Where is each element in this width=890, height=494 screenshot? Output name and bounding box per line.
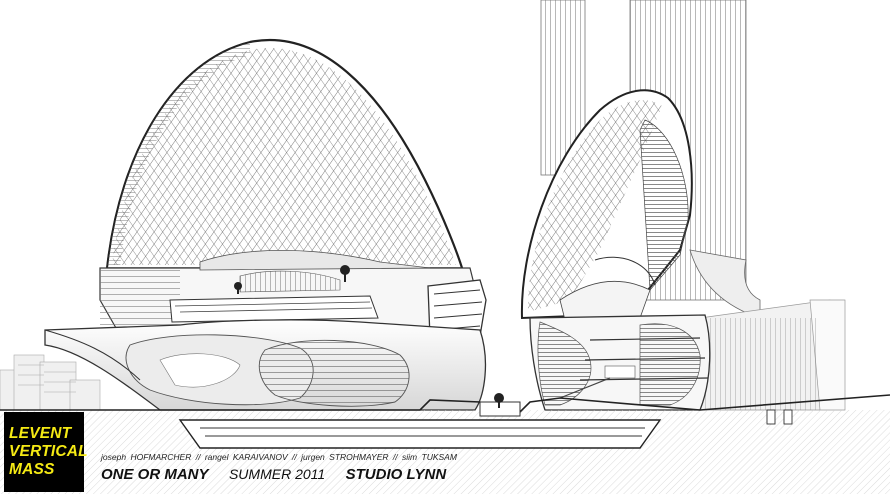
footer-line: ONE OR MANY SUMMER 2011 STUDIO LYNN (101, 466, 446, 484)
left-dome-ribbed-edge (107, 42, 250, 268)
credit-last-name: TUKSAM (421, 452, 457, 462)
title-line-1: LEVENT (9, 425, 72, 442)
credit-separator: // (195, 452, 201, 462)
credit-separator: // (292, 452, 297, 462)
credit-last-name: STROHMAYER (329, 452, 389, 462)
credit-separator: // (392, 452, 398, 462)
studio-label: STUDIO LYNN (345, 466, 447, 483)
credit-first-name: siim (402, 452, 418, 462)
left-sculpted-base (44, 319, 487, 411)
title-line-3: MASS (9, 461, 55, 478)
background-building-right (699, 299, 846, 411)
credit-first-name: jurgen (301, 452, 325, 462)
left-dome-volume (106, 39, 464, 269)
credit-first-name: rangel (204, 452, 229, 462)
underground-slab (178, 419, 662, 449)
background-city-blocks (0, 354, 101, 411)
project-title: ONE OR MANY (101, 466, 209, 483)
tree-icon (494, 393, 504, 408)
credit-last-name: KARAIVANOV (232, 452, 288, 462)
term-label: SUMMER 2011 (228, 466, 326, 482)
title-block: LEVENT VERTICAL MASS (4, 412, 88, 492)
tree-icon (234, 265, 350, 294)
title-line-2: VERTICAL (9, 443, 88, 460)
right-dome-volume (520, 89, 693, 321)
ground-section (0, 393, 890, 494)
credit-last-name: HOFMARCHER (130, 452, 192, 462)
credits-line: joseph HOFMARCHER // rangel KARAIVANOV /… (101, 452, 459, 462)
credit-first-name: joseph (101, 452, 127, 462)
right-lower-section (529, 314, 711, 411)
